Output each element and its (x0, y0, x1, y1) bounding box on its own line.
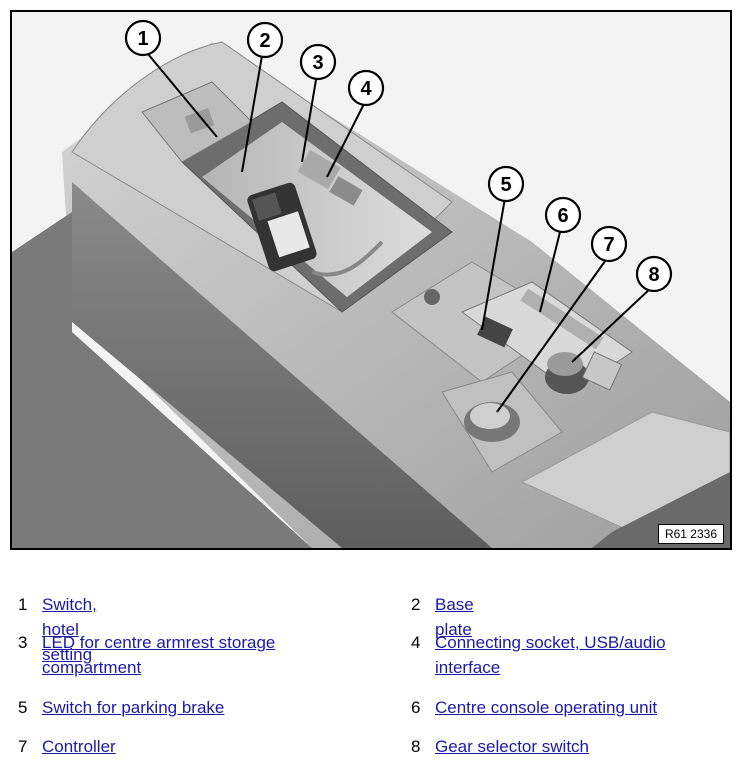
legend-link-controller[interactable]: Controller (42, 737, 116, 756)
callout-8: 8 (635, 255, 673, 293)
svg-text:5: 5 (500, 174, 511, 196)
svg-text:2: 2 (259, 30, 270, 52)
callout-7: 7 (590, 225, 628, 263)
callout-2: 2 (246, 21, 284, 59)
legend-link-gear-selector[interactable]: Gear selector switch (435, 737, 589, 756)
legend-link-base-plate[interactable]: Base plate (435, 595, 474, 639)
svg-text:8: 8 (648, 264, 659, 286)
legend-number: 4 (411, 633, 421, 652)
legend-link-hotel-switch[interactable]: Switch, hotel setting (42, 595, 97, 664)
svg-text:7: 7 (603, 234, 614, 256)
legend-link-parking-brake[interactable]: Switch for parking brake (42, 698, 225, 717)
svg-text:6: 6 (557, 205, 568, 227)
reference-code: R61 2336 (657, 524, 724, 544)
legend-number: 6 (411, 698, 421, 717)
callout-3: 3 (299, 43, 337, 81)
callout-4: 4 (347, 69, 385, 107)
callout-5: 5 (487, 165, 525, 203)
legend-link-led[interactable]: LED for centre armrest storage compartme… (42, 633, 276, 677)
legend-link-operating-unit[interactable]: Centre console operating unit (435, 698, 658, 717)
legend-number: 2 (411, 595, 421, 614)
legend-number: 5 (18, 698, 28, 717)
callout-6: 6 (544, 196, 582, 234)
svg-text:4: 4 (360, 78, 372, 100)
legend-number: 1 (18, 595, 28, 614)
legend-number: 7 (18, 737, 28, 756)
legend-number: 3 (18, 633, 28, 652)
console-illustration: 1 2 3 4 5 6 7 8 R61 2336 (10, 10, 732, 550)
svg-text:3: 3 (312, 52, 323, 74)
legend-number: 8 (411, 737, 421, 756)
legend-link-usb-socket[interactable]: Connecting socket, USB/audio interface (435, 633, 666, 677)
callout-1: 1 (124, 19, 162, 57)
svg-text:1: 1 (137, 28, 148, 50)
console-drawing: 1 2 3 4 5 6 7 8 (12, 12, 730, 548)
